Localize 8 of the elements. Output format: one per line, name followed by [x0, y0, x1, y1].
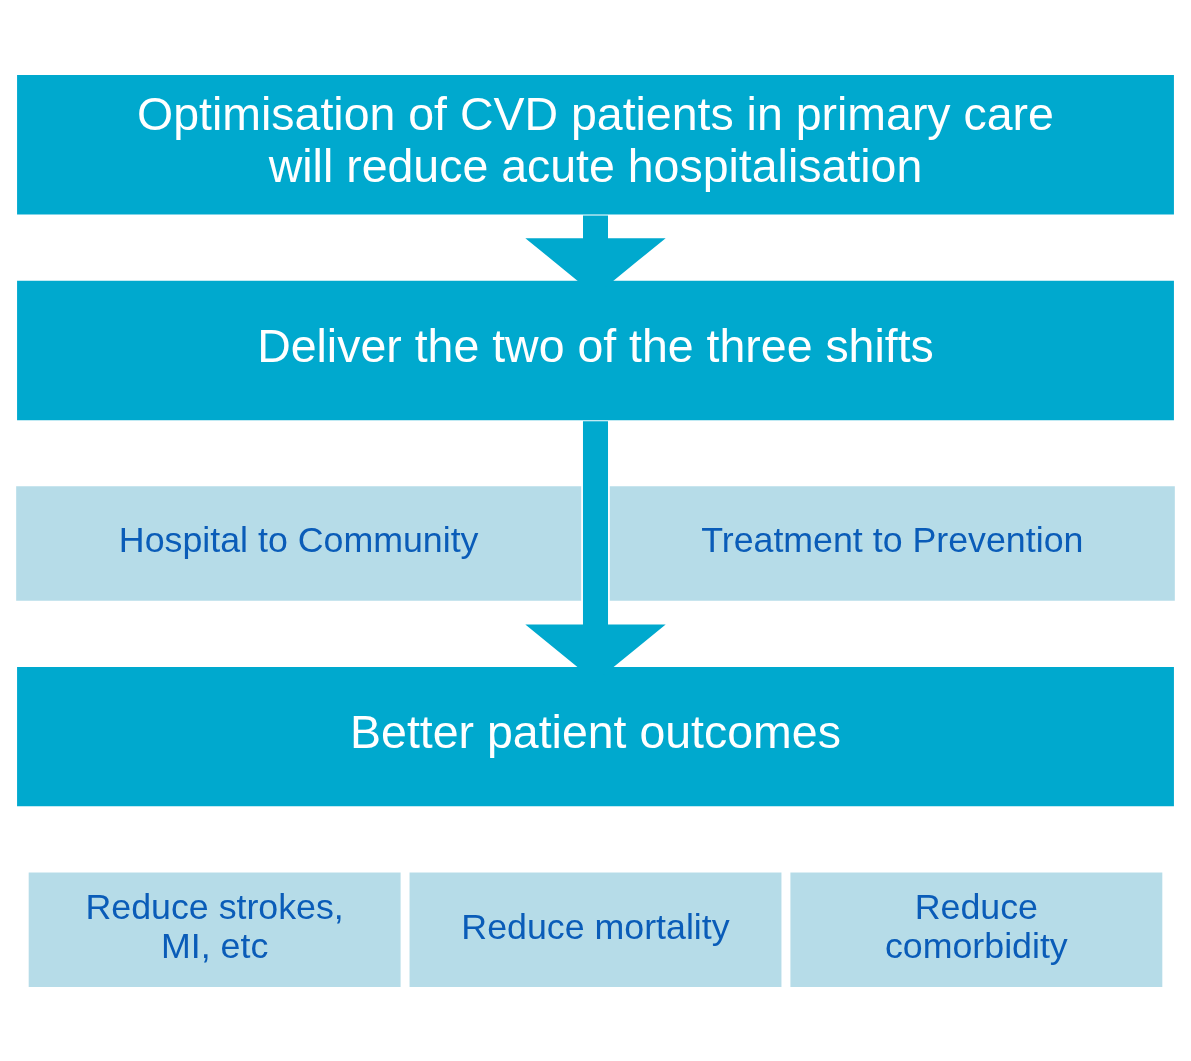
node-box: Hospital to Community: [14, 484, 583, 603]
node-box: Better patient outcomes: [15, 664, 1176, 808]
node-box: Reduce comorbidity: [788, 870, 1165, 989]
node-box: Reduce strokes, MI, etc: [26, 870, 403, 989]
node-box: Optimisation of CVD patients in primary care will reduce acute hospitalisation: [15, 72, 1176, 216]
node-box: Treatment to Prevention: [608, 484, 1177, 603]
node-box: Reduce mortality: [407, 870, 784, 989]
node-box: Deliver the two of the three shifts: [15, 278, 1176, 422]
